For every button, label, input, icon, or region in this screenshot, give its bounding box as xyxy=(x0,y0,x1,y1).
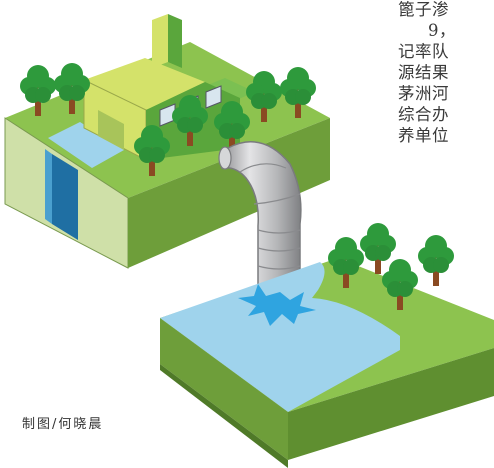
river-block xyxy=(160,258,494,468)
article-text-line: 养单位 xyxy=(398,126,449,145)
article-text-line: 篦子渗 xyxy=(398,0,449,19)
article-text-line: 茅洲河 xyxy=(398,84,449,103)
article-text-line: 9， xyxy=(428,21,456,40)
article-text-line: 综合办 xyxy=(398,105,449,124)
article-text-line: 源结果 xyxy=(398,63,449,82)
illustration-credit: 制图/何晓晨 xyxy=(22,417,104,432)
discharge-pipe-icon xyxy=(218,141,302,297)
splash-icon xyxy=(238,284,316,326)
article-text-line: 记率队 xyxy=(398,42,449,61)
